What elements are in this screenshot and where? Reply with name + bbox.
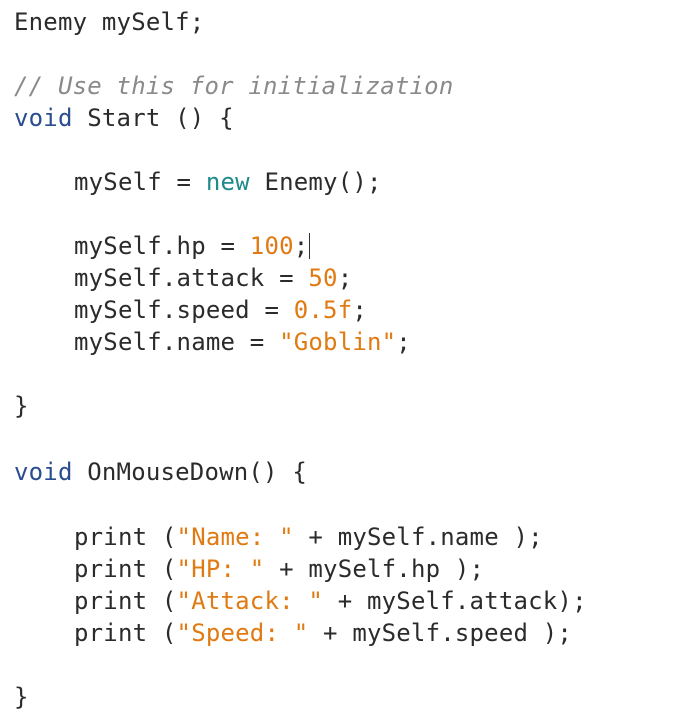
text-caret [309, 233, 311, 259]
code-text: mySelf.speed = [74, 296, 294, 324]
code-line-close-brace: } [14, 681, 29, 713]
code-line-onmousedown-signature: void OnMouseDown() { [14, 456, 307, 488]
code-line-print-speed: print ("Speed: " + mySelf.speed ); [14, 617, 572, 649]
code-text: mySelf.hp = [74, 232, 250, 260]
code-text: mySelf; [87, 8, 205, 36]
code-line-speed: mySelf.speed = 0.5f; [14, 294, 367, 326]
code-line-print-attack: print ("Attack: " + mySelf.attack); [14, 585, 587, 617]
number-token: 100 [249, 232, 294, 260]
comment-token: // Use this for initialization [14, 72, 454, 100]
code-line-instantiate: mySelf = new Enemy(); [14, 166, 382, 198]
code-text: ; [337, 264, 353, 292]
string-token: "Speed: " [176, 619, 309, 647]
number-token: 50 [308, 264, 338, 292]
code-line-name: mySelf.name = "Goblin"; [14, 326, 411, 358]
code-text: print ( [74, 523, 177, 551]
code-text: } [14, 683, 29, 711]
keyword-token: void [14, 458, 73, 486]
code-text: + mySelf.speed ); [308, 619, 573, 647]
code-text: print ( [74, 619, 177, 647]
code-text: mySelf.attack = [74, 264, 309, 292]
code-text: + mySelf.attack); [323, 587, 587, 615]
code-text: Enemy(); [249, 168, 382, 196]
code-text: ; [352, 296, 368, 324]
code-line-attack: mySelf.attack = 50; [14, 262, 352, 294]
code-text: OnMouseDown() { [72, 458, 307, 486]
string-token: "Name: " [176, 523, 294, 551]
code-line-start-signature: void Start () { [14, 102, 234, 134]
code-text: } [14, 392, 29, 420]
string-token: "HP: " [176, 555, 265, 583]
code-line-comment: // Use this for initialization [14, 70, 453, 102]
code-line-hp: mySelf.hp = 100; [14, 230, 311, 262]
new-keyword-token: new [205, 168, 250, 196]
code-line-print-hp: print ("HP: " + mySelf.hp ); [14, 553, 484, 585]
string-token: "Goblin" [279, 328, 397, 356]
code-line-print-name: print ("Name: " + mySelf.name ); [14, 521, 543, 553]
number-token: 0.5f [293, 296, 353, 324]
code-text: mySelf = [74, 168, 206, 196]
type-token: Enemy [14, 8, 88, 36]
code-text: print ( [74, 555, 177, 583]
keyword-token: void [14, 104, 73, 132]
code-line-enemy-declaration: Enemy mySelf; [14, 6, 204, 38]
string-token: "Attack: " [176, 587, 324, 615]
code-line-close-brace: } [14, 390, 29, 422]
code-text: + mySelf.name ); [293, 523, 543, 551]
code-text: + mySelf.hp ); [264, 555, 485, 583]
code-text: Start () { [72, 104, 234, 132]
code-text: mySelf.name = [74, 328, 280, 356]
code-text: ; [396, 328, 411, 356]
code-text: ; [293, 232, 309, 260]
code-text: print ( [74, 587, 177, 615]
